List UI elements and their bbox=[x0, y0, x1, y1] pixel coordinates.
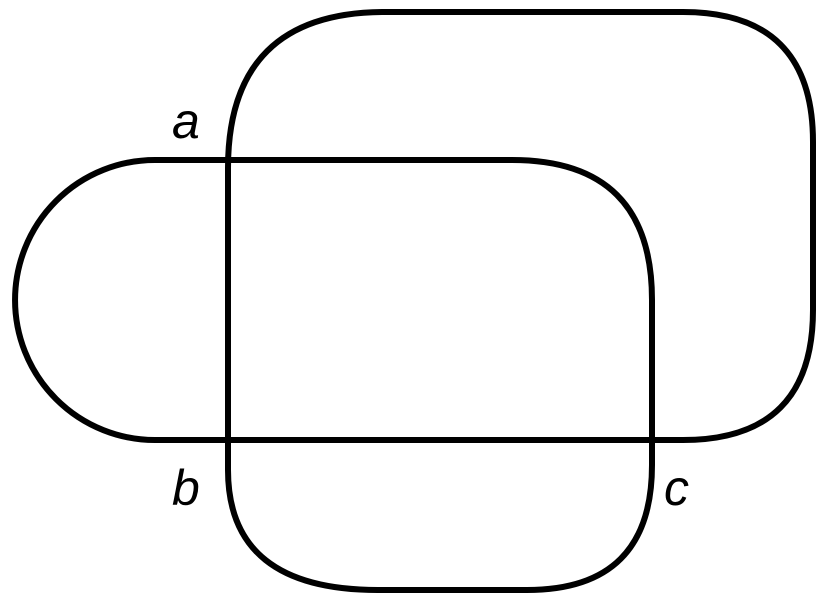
bottom-rounded-region bbox=[225, 437, 655, 593]
label-b: b bbox=[172, 460, 200, 516]
stadium-region bbox=[12, 157, 655, 443]
large-rounded-region bbox=[225, 9, 816, 443]
label-a: a bbox=[172, 93, 200, 149]
label-c: c bbox=[664, 460, 689, 516]
